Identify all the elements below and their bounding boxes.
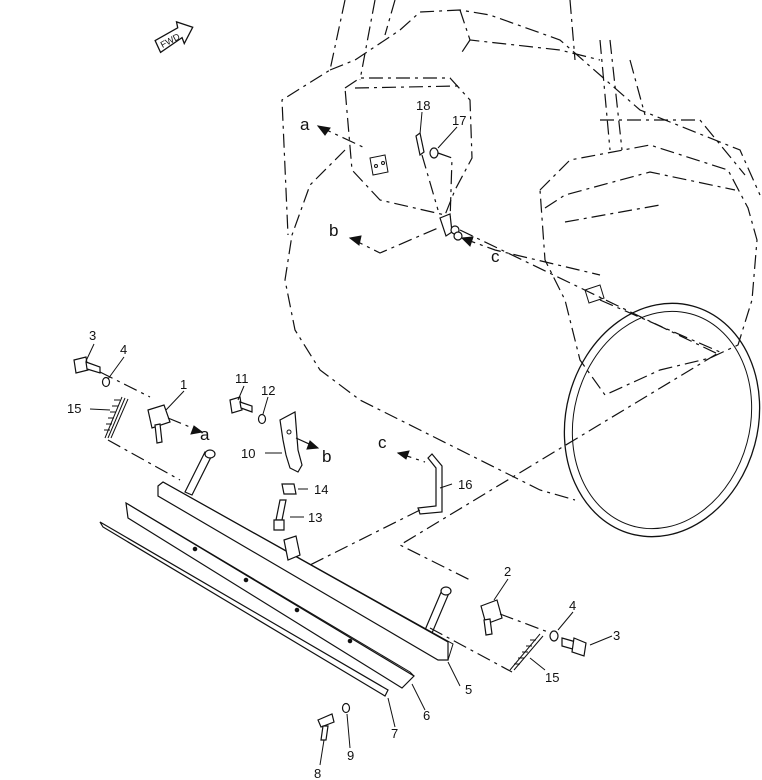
rod-assembly: [299, 450, 443, 571]
callout-4-right: 4: [569, 598, 576, 613]
callout-3-left: 3: [89, 328, 96, 343]
ref-a-lower: a: [200, 425, 210, 444]
callout-1: 1: [180, 377, 187, 392]
callout-14: 14: [314, 482, 328, 497]
ref-b-lower: b: [322, 447, 331, 466]
callout-3-right: 3: [613, 628, 620, 643]
callout-12: 12: [261, 383, 275, 398]
ref-c-lower: c: [378, 433, 387, 452]
scraper-assembly: [99, 481, 454, 697]
ref-a-upper: a: [300, 115, 310, 134]
callout-16: 16: [458, 477, 472, 492]
callout-4-left: 4: [120, 342, 127, 357]
callout-11: 11: [235, 371, 249, 386]
front-housing: [539, 144, 758, 396]
right-hinge-assembly: [424, 586, 587, 673]
callout-6: 6: [423, 708, 430, 723]
callout-2: 2: [504, 564, 511, 579]
callout-9: 9: [347, 748, 354, 763]
pin-and-bracket-upper: [415, 131, 463, 241]
fwd-arrow-icon: FWD: [154, 20, 194, 54]
callout-7: 7: [391, 726, 398, 741]
leader-lines: [85, 111, 613, 766]
callout-17: 17: [452, 113, 466, 128]
callout-15-right: 15: [545, 670, 559, 685]
upper-reference-arrows: a b c: [300, 115, 601, 276]
callout-15-left: 15: [67, 401, 81, 416]
ref-c-upper: c: [491, 247, 500, 266]
bolt-and-washer-lower: [317, 702, 351, 741]
fwd-label: FWD: [159, 31, 182, 50]
left-hinge-assembly: [73, 356, 216, 496]
roller-drum: [284, 149, 761, 581]
machine-frame: [281, 0, 761, 236]
middle-bracket-assembly: [229, 396, 320, 531]
callout-8: 8: [314, 766, 321, 780]
callout-5: 5: [465, 682, 472, 697]
callout-18: 18: [416, 98, 430, 113]
callout-10: 10: [241, 446, 255, 461]
callout-13: 13: [308, 510, 322, 525]
rear-housing: [344, 77, 473, 216]
ref-b-upper: b: [329, 221, 338, 240]
